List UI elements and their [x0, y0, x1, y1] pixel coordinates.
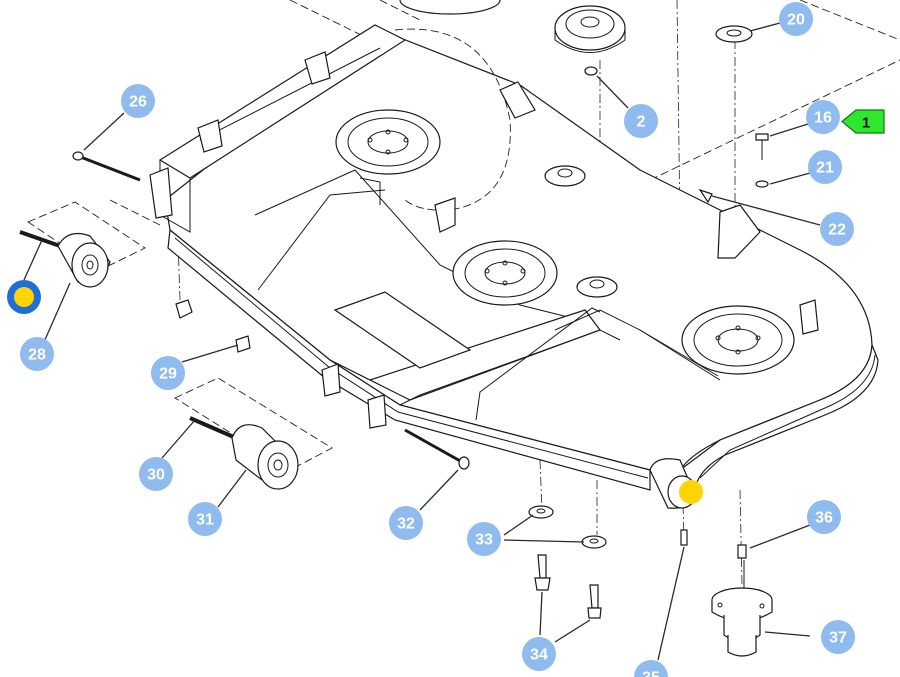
- left-spindle-opening: [335, 109, 441, 175]
- callout-number: 2: [637, 114, 646, 131]
- top-pulley: [399, 0, 626, 53]
- callout-33[interactable]: 33: [467, 522, 501, 556]
- callout-bubble[interactable]: [467, 522, 501, 556]
- callout-21[interactable]: 21: [808, 150, 842, 184]
- hotspot-marker[interactable]: [679, 480, 703, 504]
- callout-number: 22: [828, 222, 846, 239]
- callout-number: 21: [816, 160, 834, 177]
- callout-29[interactable]: 29: [151, 356, 185, 390]
- callout-number: 33: [475, 532, 493, 549]
- roller-31: [174, 377, 333, 490]
- callout-bubble[interactable]: [624, 104, 658, 138]
- mounting-brackets: [149, 51, 819, 429]
- callout-bubble[interactable]: [389, 506, 423, 540]
- callout-bubble[interactable]: [821, 620, 855, 654]
- callout-number: 34: [530, 647, 548, 664]
- callout-layer: 20 2 26 16 21 22 28 29 30 31 32 33 36 34 37 35: [20, 2, 855, 677]
- callout-bubble[interactable]: [808, 150, 842, 184]
- callout-number: 26: [129, 94, 147, 111]
- callout-number: 29: [159, 366, 177, 383]
- callout-number: 36: [815, 510, 833, 527]
- callout-bubble[interactable]: [634, 660, 668, 677]
- gauge-wheel-28: [19, 201, 146, 288]
- callout-bubble[interactable]: [807, 500, 841, 534]
- callout-number: 30: [147, 467, 165, 484]
- callout-number: 32: [397, 516, 415, 533]
- hotspot-marker[interactable]: [14, 287, 34, 307]
- callout-35[interactable]: 35: [634, 660, 668, 677]
- callout-37[interactable]: 37: [821, 620, 855, 654]
- callout-30[interactable]: 30: [139, 457, 173, 491]
- callout-bubble[interactable]: [522, 637, 556, 671]
- flag-shape[interactable]: [841, 109, 885, 134]
- callout-bubble[interactable]: [121, 84, 155, 118]
- callout-number: 31: [196, 512, 214, 529]
- callout-36[interactable]: 36: [807, 500, 841, 534]
- callout-number: 16: [814, 110, 832, 127]
- callout-bubble[interactable]: [139, 457, 173, 491]
- callout-number: 35: [642, 670, 660, 677]
- hotspot-markers[interactable]: [7, 280, 703, 504]
- callout-31[interactable]: 31: [188, 502, 222, 536]
- callout-bubble[interactable]: [820, 212, 854, 246]
- callout-16[interactable]: 16: [806, 100, 840, 134]
- callout-22[interactable]: 22: [820, 212, 854, 246]
- callout-bubble[interactable]: [779, 2, 813, 36]
- callout-bubble[interactable]: [151, 356, 185, 390]
- callout-26[interactable]: 26: [121, 84, 155, 118]
- leader-lines: [23, 22, 821, 661]
- callout-2[interactable]: 2: [624, 104, 658, 138]
- highlight-flag[interactable]: 1: [841, 109, 885, 134]
- deck-pulleys: [544, 165, 618, 298]
- callout-bubble[interactable]: [188, 502, 222, 536]
- callout-34[interactable]: 34: [522, 637, 556, 671]
- callout-32[interactable]: 32: [389, 506, 423, 540]
- callout-28[interactable]: 28: [20, 337, 54, 371]
- callout-bubble[interactable]: [806, 100, 840, 134]
- hardware: [72, 25, 769, 619]
- callout-number: 20: [787, 12, 805, 29]
- callout-20[interactable]: 20: [779, 2, 813, 36]
- spindle-assembly-37: [711, 560, 773, 657]
- spindle-openings: [335, 109, 795, 375]
- flag-label: 1: [862, 115, 870, 132]
- callout-number: 37: [829, 630, 847, 647]
- callout-bubble[interactable]: [20, 337, 54, 371]
- right-spindle-opening: [681, 305, 795, 375]
- center-spindle-opening: [452, 240, 558, 306]
- callout-number: 28: [28, 347, 46, 364]
